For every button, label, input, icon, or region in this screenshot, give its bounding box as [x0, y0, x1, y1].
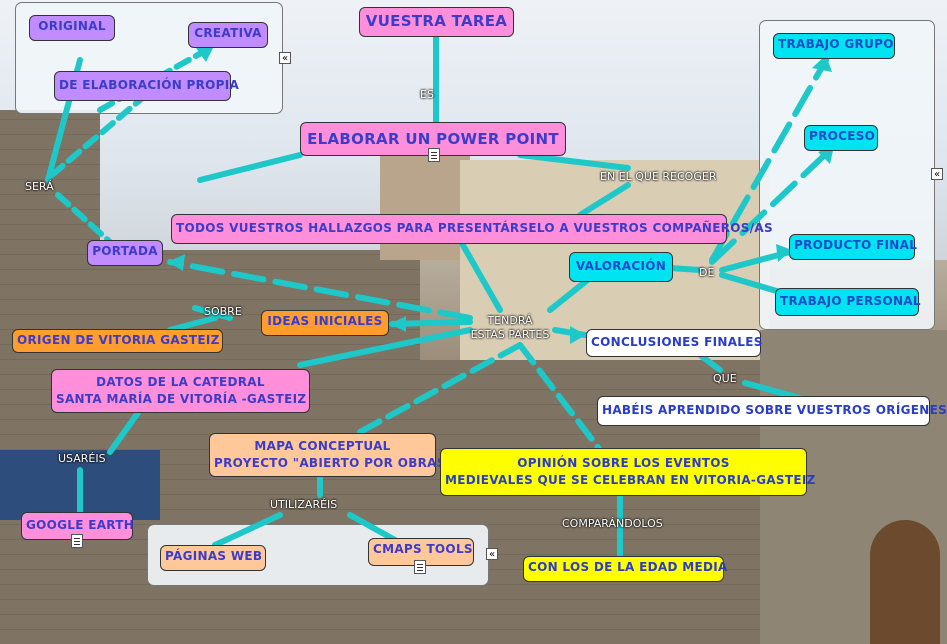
link-utilizareis: UTILIZARÉIS [270, 498, 338, 511]
node-origen-vitoria[interactable]: ORIGEN DE VITORIA GASTEIZ [12, 329, 223, 353]
arrow-grupo [812, 55, 832, 72]
resource-document-icon[interactable] [71, 534, 83, 548]
node-opinion-eventos[interactable]: OPINIÓN SOBRE LOS EVENTOS MEDIEVALES QUE… [440, 448, 815, 496]
edge-datos-usareis [107, 407, 143, 455]
edge-origen-sobre [192, 305, 233, 321]
edge-sera-elaboracion [49, 97, 143, 178]
collapse-icon[interactable]: « [279, 52, 291, 64]
edge-recoger-hallazgos [577, 182, 631, 218]
node-vuestra-tarea[interactable]: VUESTRA TAREA [359, 7, 514, 37]
resource-document-icon[interactable] [428, 148, 440, 162]
node-edad-media[interactable]: CON LOS DE LA EDAD MEDIA [523, 556, 727, 582]
node-producto-final[interactable]: PRODUCTO FINAL [789, 234, 917, 260]
edge-hallazgos-tendra [457, 237, 503, 313]
edge-powerpoint-sera [197, 152, 303, 183]
link-que: QUE [713, 372, 737, 385]
node-mapa-conceptual[interactable]: MAPA CONCEPTUAL PROYECTO "ABIERTO POR OB… [209, 433, 452, 477]
collapse-icon[interactable]: « [931, 168, 943, 180]
edge-de-proceso [709, 147, 833, 265]
edge-utilizareis-cmaps [347, 512, 398, 543]
node-datos-catedral[interactable]: DATOS DE LA CATEDRAL SANTA MARÍA DE VITO… [51, 369, 310, 413]
edge-tendra-datos [297, 327, 473, 368]
edge-tendra-opinion [517, 342, 603, 453]
edge-que-aprendido [742, 380, 803, 401]
node-trabajo-personal[interactable]: TRABAJO PERSONAL [775, 288, 921, 316]
arrow-portada [168, 254, 185, 271]
node-creativa[interactable]: CREATIVA [188, 22, 268, 48]
edge-sobre-ideas [167, 315, 218, 333]
link-sobre: SOBRE [204, 305, 242, 318]
edge-valoracion-de [667, 265, 703, 273]
edge-utilizareis-paginas [212, 512, 283, 548]
node-aprendido[interactable]: HABÉIS APRENDIDO SOBRE VUESTROS ORÍGENES [597, 396, 947, 426]
arrow-ideas [390, 316, 406, 332]
node-portada[interactable]: PORTADA [87, 240, 163, 266]
arrow-creativa [196, 46, 214, 62]
edge-powerpoint-recoger [517, 152, 631, 171]
resource-document-icon[interactable] [414, 560, 426, 574]
arrow-producto [776, 244, 792, 262]
edge-sera-portada [55, 192, 113, 245]
node-proceso[interactable]: PROCESO [804, 125, 878, 151]
node-ideas-iniciales[interactable]: IDEAS INICIALES [261, 310, 389, 336]
node-original[interactable]: ORIGINAL [29, 15, 115, 41]
link-usareis: USARÉIS [58, 452, 106, 465]
arrow-conclusiones [570, 326, 586, 344]
node-trabajo-grupo[interactable]: TRABAJO GRUPO [773, 33, 895, 59]
collapse-icon[interactable]: « [486, 548, 498, 560]
link-sera: SERÁ [25, 180, 54, 193]
node-paginas-web[interactable]: PÁGINAS WEB [160, 545, 266, 571]
link-es: ES [420, 88, 434, 101]
link-comparandolos: COMPARÁNDOLOS [562, 517, 663, 530]
node-conclusiones[interactable]: CONCLUSIONES FINALES [586, 329, 762, 357]
edge-tendra-portada [167, 259, 473, 321]
link-tendra: TENDRÁ ESTAS PARTES [470, 314, 550, 341]
edge-tendra-valoracion [547, 275, 593, 313]
panel-evaluation-aspects [759, 20, 935, 330]
arched-door [870, 520, 940, 644]
edge-conclusiones-que [697, 352, 723, 373]
node-valoracion[interactable]: VALORACIÓN [569, 252, 673, 282]
node-hallazgos[interactable]: TODOS VUESTROS HALLAZGOS PARA PRESENTÁRS… [171, 214, 773, 244]
node-elaboracion-propia[interactable]: DE ELABORACIÓN PROPIA [54, 71, 239, 101]
edge-tendra-mapa [357, 342, 523, 435]
link-en-el-que-recoger: EN EL QUE RECOGER [600, 170, 717, 183]
edge-de-grupo [709, 57, 829, 263]
edge-de-personal [719, 272, 783, 295]
link-de: DE [699, 266, 715, 279]
